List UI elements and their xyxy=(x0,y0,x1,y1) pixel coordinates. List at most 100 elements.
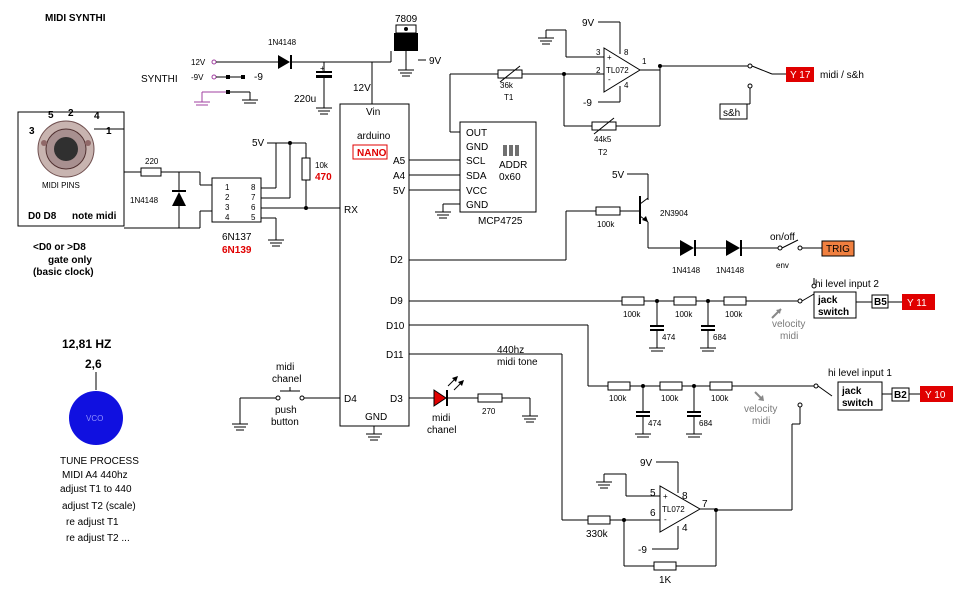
op2-pin5: 5 xyxy=(650,488,656,499)
b5-box-text: B5 xyxy=(874,297,887,308)
vco-freq: 12,81 HZ xyxy=(62,337,111,351)
trig-diode2-icon xyxy=(726,240,740,256)
tune-line-0: TUNE PROCESS xyxy=(60,456,139,467)
v1-c2-label: 684 xyxy=(699,419,713,428)
v12-label: 12V xyxy=(191,58,206,67)
pb-push: push xyxy=(275,405,297,416)
v1-jack: jack xyxy=(841,386,862,397)
optocoupler-chip xyxy=(211,177,262,223)
op2-pin4: 4 xyxy=(682,523,688,534)
v1-c1-label: 474 xyxy=(648,419,662,428)
r36k-label: 36k xyxy=(500,81,514,90)
synthi-label: SYNTHI xyxy=(141,74,178,85)
t2-label: T2 xyxy=(598,148,608,157)
v1-r2-label: 100k xyxy=(661,394,679,403)
power-section: 12V 1N4148 + 220u SYNTHI -9V -9 xyxy=(141,14,442,115)
r220-label: 220 xyxy=(145,157,159,166)
gate-line1: <D0 or >D8 xyxy=(33,242,86,253)
v2-c2-label: 684 xyxy=(713,333,727,342)
opto-alt: 6N139 xyxy=(222,245,252,256)
v2-switch: switch xyxy=(818,307,849,318)
synthi-neg9: -9 xyxy=(254,72,263,83)
vco-section: 12,81 HZ 2,6 VCO xyxy=(62,337,123,445)
arduino-12v-label: 12V xyxy=(353,83,371,94)
v1-switch: switch xyxy=(842,398,873,409)
r270 xyxy=(477,393,503,403)
y17-badge xyxy=(786,67,814,82)
trig-diode1-label: 1N4148 xyxy=(672,266,701,275)
tune-section: TUNE PROCESS MIDI A4 440hz adjust T1 to … xyxy=(60,456,139,544)
diagram-title: MIDI SYNTHI xyxy=(45,13,106,24)
vco-value: 2,6 xyxy=(85,357,102,371)
trigger-section: 5V 2N3904 100k 1N4148 1N4148 on/off env … xyxy=(409,170,855,275)
v1-jack-switch xyxy=(837,381,883,411)
midi-connector-section: 5 2 4 3 1 MIDI PINS D0 D8 note midi 220 … xyxy=(17,108,212,278)
v2-r1-label: 100k xyxy=(623,310,641,319)
op2-pin7: 7 xyxy=(702,499,708,510)
reg-9v-label: 9V xyxy=(429,56,442,67)
dac-section: OUT GND SCL SDA VCC GND ADDR 0x60 MCP472… xyxy=(409,73,537,227)
led-section: 270 midi chanel xyxy=(409,376,538,436)
trig-r100k-label: 100k xyxy=(597,220,615,229)
onoff-label: on/off xyxy=(770,232,795,243)
y17-badge-text: Y 17 xyxy=(790,70,811,81)
opamp1-name: TL072 xyxy=(606,66,629,75)
gate-line3: (basic clock) xyxy=(33,267,94,278)
svg-text:+: + xyxy=(320,64,325,73)
dac-out: OUT xyxy=(466,128,487,139)
v1-r3 xyxy=(709,381,733,391)
push-button-section: midi chanel push button xyxy=(232,362,340,431)
tune-line-1: MIDI A4 440hz xyxy=(62,470,128,481)
env-label: env xyxy=(776,261,789,270)
opto-pin4: 4 xyxy=(225,213,230,222)
opto-name: 6N137 xyxy=(222,232,252,243)
trig-badge xyxy=(821,240,855,257)
svg-text:+: + xyxy=(607,53,612,62)
note-midi-label: note midi xyxy=(72,211,117,222)
pin-rx: RX xyxy=(344,205,358,216)
nano-badge xyxy=(352,144,388,160)
trig-diode1-icon xyxy=(680,240,694,256)
tune-line-5: re adjust T2 ... xyxy=(66,533,130,544)
op1-pin8: 8 xyxy=(624,48,629,57)
vco-label: VCO xyxy=(86,414,103,423)
trig-diode2-label: 1N4148 xyxy=(716,266,745,275)
v2-r2 xyxy=(673,296,697,306)
sh-box xyxy=(719,103,748,120)
gate-line2: gate only xyxy=(48,255,92,266)
tune-line-4: re adjust T1 xyxy=(66,517,119,528)
opto-pin7: 7 xyxy=(251,193,256,202)
pb-midi: midi xyxy=(276,362,294,373)
pin-3-label: 3 xyxy=(29,126,35,137)
pin-d3: D3 xyxy=(390,394,403,405)
pb-button: button xyxy=(271,417,299,428)
r10k-label: 10k xyxy=(315,161,329,170)
dac-scl: SCL xyxy=(466,156,486,167)
r330k xyxy=(587,515,611,525)
y11-badge xyxy=(902,294,935,310)
pin-2-label: 2 xyxy=(68,108,74,119)
pin-4-label: 4 xyxy=(94,111,100,122)
y10-badge-text: Y 10 xyxy=(925,390,946,401)
trig-badge-text: TRIG xyxy=(826,244,850,255)
opto-pin5: 5 xyxy=(251,213,256,222)
trig-r100k xyxy=(595,206,621,216)
v1-r2 xyxy=(659,381,683,391)
midi-sh-label: midi / s&h xyxy=(820,70,864,81)
op1-neg9: -9 xyxy=(583,98,592,109)
op1-pin3: 3 xyxy=(596,48,601,57)
y10-badge xyxy=(920,386,953,402)
dac-sda: SDA xyxy=(466,171,487,182)
op1-pin1: 1 xyxy=(642,57,647,66)
op2-neg9: -9 xyxy=(638,545,647,556)
pin-5v: 5V xyxy=(393,186,406,197)
dac-gnd2: GND xyxy=(466,200,488,211)
opamp1-icon xyxy=(603,47,641,93)
vneg9-label: -9V xyxy=(191,73,204,82)
nano-badge-text: NANO xyxy=(357,148,387,159)
op1-9v: 9V xyxy=(582,18,595,29)
midi-pins-caption: MIDI PINS xyxy=(42,181,80,190)
v1-r1-label: 100k xyxy=(609,394,627,403)
dac-gnd1: GND xyxy=(466,142,488,153)
pb-chanel: chanel xyxy=(272,374,301,385)
